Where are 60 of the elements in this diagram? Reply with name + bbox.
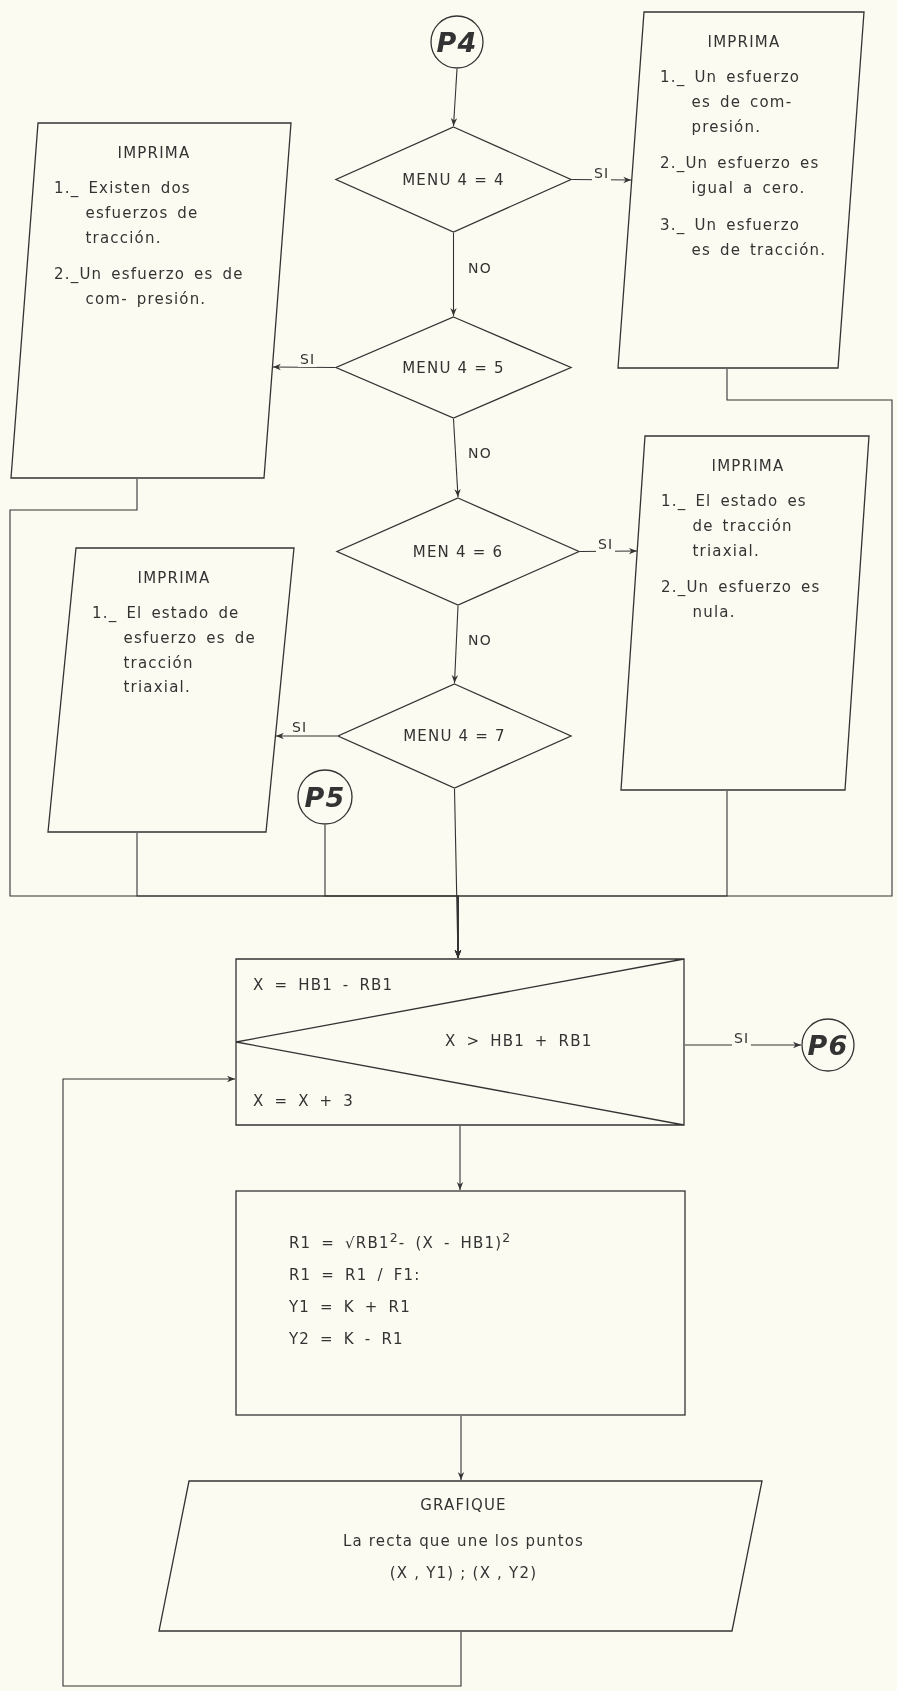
edge-label: SI xyxy=(298,352,318,368)
connector-circle xyxy=(297,769,353,825)
edge-label: SI xyxy=(592,166,612,182)
list-item: 3._ Un esfuerzo es de tracción. xyxy=(660,214,828,261)
box-heading: IMPRIMA xyxy=(116,144,192,162)
list-item: 1._ Existen dos esfuerzos de tracción. xyxy=(54,178,200,249)
formula-text: X = X + 3 xyxy=(253,1092,355,1110)
arrow xyxy=(62,1075,462,1687)
formula-text: R1 = √RB1$^{2}$- (X - HB1)$^{2}$ xyxy=(289,1230,513,1252)
arrow xyxy=(457,1415,465,1481)
output-text: La recta que une los puntos xyxy=(341,1532,586,1550)
connector-circle xyxy=(801,1018,855,1072)
output-text: (X , Y1) ; (X , Y2) xyxy=(388,1564,539,1582)
formula-text: R1 = R1 / F1: xyxy=(289,1266,422,1284)
arrow xyxy=(450,232,457,317)
list-item: 1._ El estado de esfuerzo es de tracción triaxial. xyxy=(92,603,256,699)
edge-label: SI xyxy=(732,1031,752,1047)
arrow xyxy=(571,176,632,184)
process-box xyxy=(235,1190,686,1416)
condition-text: X > HB1 + RB1 xyxy=(445,1032,593,1050)
decision-text: MENU 4 = 4 xyxy=(402,170,505,189)
arrow xyxy=(456,1125,464,1191)
arrow xyxy=(275,732,338,740)
connector-circle xyxy=(430,15,484,69)
decision-text: MENU 4 = 7 xyxy=(403,727,506,745)
decision-text: MEN 4 = 6 xyxy=(412,542,504,561)
list-item: 2._Un esfuerzo es igual a cero. xyxy=(660,153,821,199)
connector-label: P5 xyxy=(304,781,346,813)
list-item: 2._Un esfuerzo es de com- presión. xyxy=(54,264,245,310)
formula-text: X = HB1 - RB1 xyxy=(253,976,394,994)
box-heading: IMPRIMA xyxy=(710,457,786,475)
io-parallelogram xyxy=(47,547,295,833)
arrow xyxy=(453,788,462,959)
connector-label: P6 xyxy=(807,1029,849,1061)
box-heading: GRAFIQUE xyxy=(419,1496,508,1514)
connector-label: P4 xyxy=(436,26,478,58)
box-heading: IMPRIMA xyxy=(136,569,212,587)
io-parallelogram xyxy=(158,1480,763,1632)
arrow xyxy=(452,418,461,498)
decision-diamond xyxy=(336,497,580,606)
decision-text: MENU 4 = 5 xyxy=(402,358,505,377)
formula-text: Y1 = K + R1 xyxy=(289,1298,412,1316)
io-parallelogram xyxy=(10,122,292,479)
loop-box xyxy=(235,958,685,1126)
list-item: 1._ Un esfuerzo es de com- presión. xyxy=(660,67,802,138)
arrow xyxy=(272,363,336,371)
io-parallelogram xyxy=(617,11,865,369)
list-item: 1._ El estado es de tracción triaxial. xyxy=(661,491,808,562)
box-heading: IMPRIMA xyxy=(706,33,782,51)
io-parallelogram xyxy=(620,435,870,791)
arrow xyxy=(451,605,459,684)
arrow xyxy=(684,1041,802,1049)
list-item: 2._Un esfuerzo es nula. xyxy=(661,577,822,623)
formula-text: Y2 = K - R1 xyxy=(289,1330,405,1348)
edge-label: SI xyxy=(596,537,616,553)
arrow xyxy=(450,68,458,127)
arrow xyxy=(579,547,638,555)
decision-diamond xyxy=(337,683,572,789)
decision-diamond xyxy=(335,126,572,233)
decision-diamond xyxy=(335,316,572,419)
